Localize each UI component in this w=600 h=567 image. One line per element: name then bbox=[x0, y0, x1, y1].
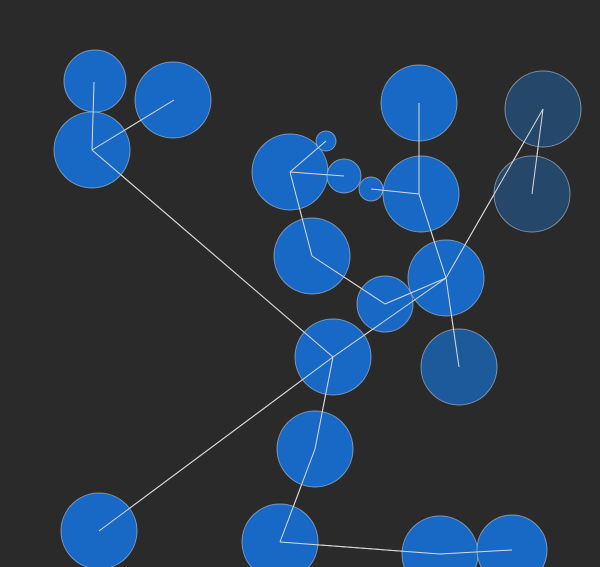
edge-n20-n21 bbox=[279, 541, 441, 555]
edge-n1-n3 bbox=[91, 81, 95, 151]
graph-node-n2[interactable] bbox=[134, 61, 212, 139]
edge-n21-n22 bbox=[439, 549, 513, 555]
edge-n10-n9 bbox=[370, 188, 420, 195]
edge-n14-n17 bbox=[445, 277, 460, 368]
edge-n4-n6 bbox=[289, 171, 345, 177]
edge-n15-n19 bbox=[314, 356, 334, 450]
edge-n14-n13 bbox=[384, 277, 447, 305]
graph-node-n21[interactable] bbox=[401, 515, 479, 567]
edge-n13-n12 bbox=[311, 255, 386, 305]
edge-n11-n16 bbox=[531, 108, 544, 195]
nodes-layer bbox=[53, 49, 582, 567]
edge-n12-n4 bbox=[289, 171, 313, 257]
edge-n19-n20 bbox=[279, 448, 316, 543]
edge-n14-n11 bbox=[445, 108, 544, 279]
graph-node-n18[interactable] bbox=[60, 492, 138, 567]
edge-n15-n14 bbox=[332, 277, 447, 358]
graph-node-n1[interactable] bbox=[63, 49, 127, 113]
edge-n15-n18 bbox=[98, 356, 334, 532]
edge-n3-n15 bbox=[91, 149, 334, 358]
graph-node-n10[interactable] bbox=[382, 155, 460, 233]
graph-node-n22[interactable] bbox=[476, 514, 548, 567]
edge-n14-n10 bbox=[418, 193, 447, 279]
edge-n2-n3 bbox=[91, 99, 175, 151]
edges-overlay-layer bbox=[91, 81, 544, 555]
edge-n4-n5 bbox=[289, 140, 327, 173]
graph-node-n20[interactable] bbox=[241, 503, 319, 567]
